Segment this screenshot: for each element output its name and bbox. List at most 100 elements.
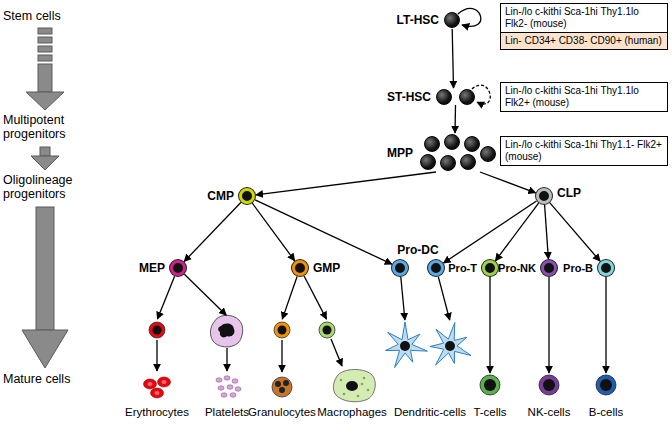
cell-caption: B-cells (589, 406, 624, 419)
marker-box: Lin-/lo c-kithi Sca-1hi Thy1.1- Flk2+ (m… (500, 136, 668, 166)
cell-circle (239, 188, 255, 204)
cell-circle (444, 12, 460, 28)
cell-node: CLP (536, 188, 552, 204)
cell-node: Pro-T (482, 260, 498, 276)
connector-arrow (454, 105, 456, 133)
cell-node: CMP (239, 188, 255, 204)
cell-caption: Macrophages (317, 406, 387, 419)
cell-circle (536, 188, 552, 204)
cell-label: Pro-NK (498, 263, 536, 274)
stage-label: Multipotent progenitors (3, 113, 83, 142)
connector-arrow (184, 203, 241, 262)
granulocyte-lineage (272, 322, 292, 397)
cell-circle (459, 89, 475, 105)
cell-circle (482, 260, 498, 276)
cell-node: MPP (418, 134, 498, 172)
cell-label: CLP (557, 187, 581, 199)
stage-label: Oligolineage progenitors (3, 173, 83, 202)
platelet-lineage (210, 315, 242, 397)
cell-label: Pro-T (448, 263, 477, 274)
mature-cell: Erythrocytes (122, 320, 192, 421)
connector-arrow (452, 29, 453, 88)
cell-circle (598, 260, 614, 276)
connector-arrow (550, 203, 600, 261)
cell-circle (444, 134, 460, 150)
cell-circle (428, 260, 444, 276)
connector-arrow (184, 274, 226, 315)
marker-box: Lin-/lo c-kithi Sca-1hi Thy1.1lo Flk2+ (… (500, 82, 668, 112)
marker-text: Lin- CD34+ CD38- CD90+ (human) (505, 35, 663, 47)
dendritic-cell-outline (430, 323, 471, 366)
cell-caption: Granulocytes (248, 406, 316, 419)
cell-circle (541, 260, 557, 276)
cell-label: CMP (207, 190, 234, 202)
dendritic-cell-picture (386, 322, 472, 368)
connector-arrow (282, 277, 297, 320)
connector-arrow (401, 277, 405, 320)
connector-arrow (255, 200, 392, 264)
connector-arrow (444, 201, 537, 263)
dendritic-cell-outline (386, 322, 428, 368)
cell-caption: Erythrocytes (125, 406, 189, 419)
mature-cell: NK-cells (526, 374, 573, 421)
cell-node: Pro-B (598, 260, 614, 276)
cell-circle (292, 260, 308, 276)
cell-label: LT-HSC (397, 14, 439, 26)
connector-arrow (545, 205, 549, 259)
connector-arrow (548, 277, 549, 373)
cell-circle (392, 260, 408, 276)
stage-label: Stem cells (3, 9, 93, 23)
cell-node: GMP (292, 260, 308, 276)
mature-cell: B-cells (587, 374, 626, 421)
lymphocyte-pictures (480, 375, 616, 395)
cell-caption: Dendritic-cells (394, 406, 466, 419)
cell-caption: Platelets (205, 406, 249, 419)
cell-label: MPP (387, 147, 413, 159)
connector-arrow (605, 277, 606, 373)
mature-cell: Granulocytes (246, 320, 318, 421)
marker-text: Lin-/lo c-kithi Sca-1hi Thy1.1lo Flk2+ (… (505, 85, 663, 109)
cell-circle (480, 146, 496, 162)
connector-arrow (438, 277, 449, 320)
cell-node: Pro-DC (392, 260, 444, 276)
connector-arrow (256, 172, 436, 195)
dendritic-cell-nucleus (445, 341, 455, 351)
cell-label: MEP (139, 262, 165, 274)
cell-node: MEP (170, 260, 186, 276)
connector-arrow (495, 203, 538, 261)
cell-circle (436, 89, 452, 105)
cell-circle (464, 136, 480, 152)
marker-box: Lin-/lo c-kithi Sca-1hi Thy1.1lo Flk2- (… (500, 3, 668, 33)
marker-text: Lin-/lo c-kithi Sca-1hi Thy1.1- Flk2+ (m… (505, 139, 663, 163)
dendritic-cell-nucleus (400, 341, 410, 351)
connector-arrow (304, 276, 326, 319)
mature-cell: Macrophages (315, 320, 389, 421)
cell-label: Pro-DC (397, 244, 438, 256)
cell-circle (420, 154, 436, 170)
stage-label: Mature cells (3, 372, 93, 386)
cell-caption: T-cells (473, 406, 506, 419)
cell-node: ST-HSC (436, 89, 475, 105)
macrophage-lineage (319, 322, 375, 402)
connector-arrow (458, 8, 481, 26)
marker-text: Lin-/lo c-kithi Sca-1hi Thy1.1lo Flk2- (… (505, 6, 663, 30)
connector-arrow (252, 203, 294, 261)
connector-arrow (489, 277, 490, 373)
mature-cell: Dendritic-cells (390, 321, 470, 421)
mature-cell: T-cells (471, 374, 509, 421)
cell-caption: NK-cells (528, 406, 571, 419)
marker-box: Lin- CD34+ CD38- CD90+ (human) (500, 32, 668, 50)
erythrocyte-lineage (144, 322, 171, 398)
cell-circle (424, 136, 440, 152)
cell-label: GMP (313, 262, 340, 274)
cell-node: Pro-NK (541, 260, 557, 276)
cell-circle (170, 260, 186, 276)
cell-circle (440, 155, 456, 171)
cell-circle (460, 154, 476, 170)
cell-label: ST-HSC (387, 91, 431, 103)
connector-arrow (157, 276, 174, 319)
mature-cell: Platelets (203, 316, 252, 421)
connector-arrow (480, 172, 536, 193)
